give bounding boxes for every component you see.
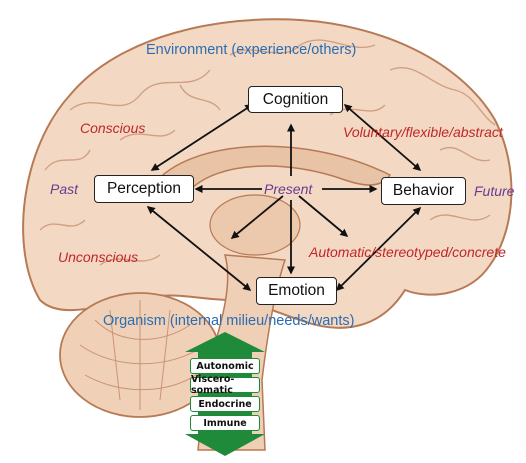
present-label: Present [264, 181, 313, 197]
system-endocrine: Endocrine [190, 396, 260, 412]
arrow-cognition-perception [150, 104, 254, 171]
organism-label: Organism (internal milieu/needs/wants) [103, 313, 355, 329]
automatic-label: Automatic/stereotyped/concrete [309, 244, 506, 260]
arrow-center-nw [230, 195, 284, 239]
future-label: Future [474, 183, 515, 199]
thalamus [209, 194, 301, 256]
arrow-cognition-behavior [343, 104, 422, 171]
voluntary-label: Voluntary/flexible/abstract [343, 124, 503, 140]
arrow-behavior-emotion [335, 206, 422, 292]
connection-arrows [146, 104, 422, 292]
system-viscero-somatic: Viscero-somatic [190, 374, 260, 396]
system-autonomic: Autonomic [190, 358, 260, 374]
arrow-perception-emotion [146, 206, 252, 291]
emotion-node: Emotion [256, 277, 337, 305]
perception-node: Perception [94, 175, 194, 203]
cerebellum-folia [79, 300, 206, 410]
conscious-label: Conscious [80, 120, 146, 136]
environment-label: Environment (experience/others) [146, 42, 357, 58]
system-immune: Immune [190, 415, 260, 431]
behavior-node: Behavior [381, 177, 466, 205]
cognition-node: Cognition [248, 86, 343, 113]
past-label: Past [50, 181, 79, 197]
arrow-center-ne [298, 195, 349, 237]
unconscious-label: Unconscious [58, 249, 139, 265]
